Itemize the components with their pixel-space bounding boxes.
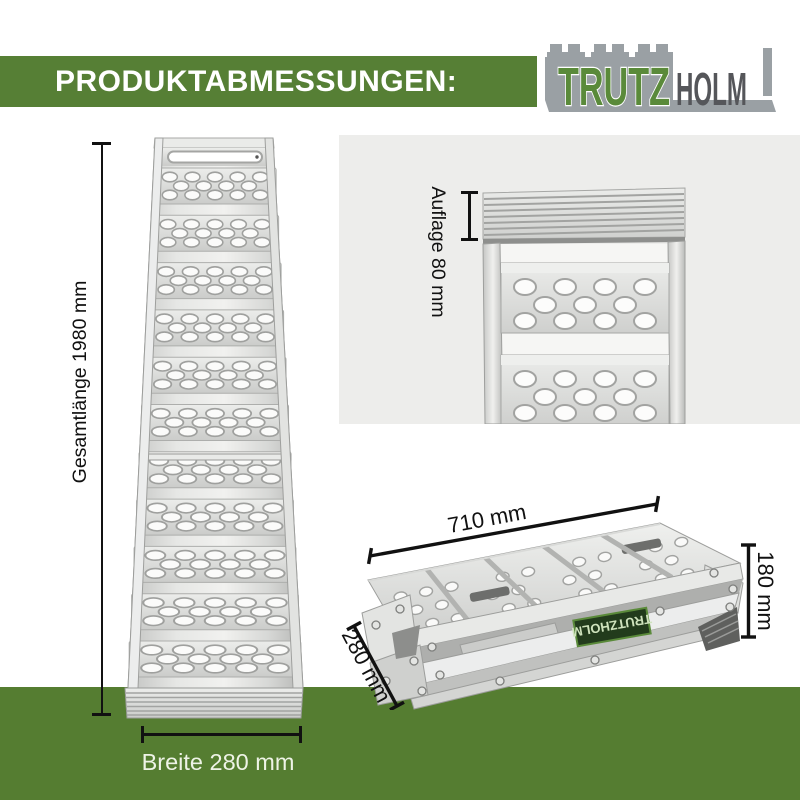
brand-sticker: TRUTZHOLM (571, 606, 653, 648)
dim-line-support (468, 192, 471, 240)
ribs (483, 193, 685, 236)
dim-line-folded-width (346, 620, 405, 710)
unfolded-ramp-photo (124, 137, 304, 719)
ramp-joint-seam (139, 453, 292, 461)
dim-cap (92, 712, 111, 716)
folded-ramp-photo: TRUTZHOLM (346, 495, 756, 710)
detail-panel (339, 135, 800, 424)
dim-line-folded-length (366, 495, 661, 565)
page-title: PRODUKTABMESSUNGEN: (55, 65, 458, 98)
dim-cap (299, 726, 302, 743)
ramp-support-detail-photo (482, 187, 686, 424)
dim-cap (461, 238, 478, 241)
label-folded-height: 180 mm (753, 551, 778, 631)
deck-crossbars (424, 532, 674, 623)
dim-line-width (142, 733, 301, 736)
deck-handle-slot (469, 586, 510, 602)
label-support: Auflage 80 mm (427, 186, 449, 318)
handle-slot (167, 150, 263, 164)
castle-icon (545, 44, 776, 112)
label-width: Breite 280 mm (141, 749, 295, 775)
tread-holes (513, 278, 657, 330)
dim-cap (461, 191, 478, 194)
logo-text-trutz: TRUTZ (558, 57, 670, 114)
dim-line-folded-height (741, 543, 756, 639)
brand-logo: TRUTZ HOLM (545, 44, 776, 114)
dim-line-total-length (100, 143, 103, 715)
label-total-length: Gesamtlänge 1980 mm (69, 280, 91, 484)
tread-holes (513, 370, 657, 422)
dim-cap (141, 726, 144, 743)
logo-text-holm: HOLM (676, 63, 747, 114)
dim-cap (92, 141, 111, 145)
header-bar: PRODUKTABMESSUNGEN: (0, 56, 537, 107)
